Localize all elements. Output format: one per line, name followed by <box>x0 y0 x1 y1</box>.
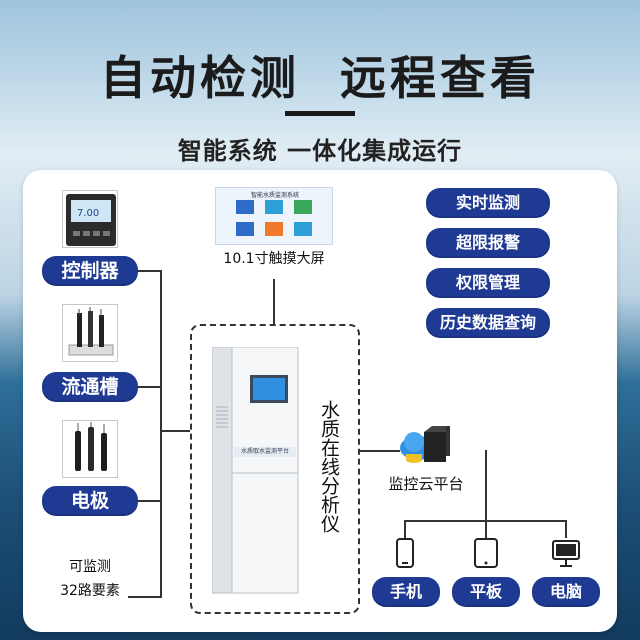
connector-line <box>128 596 160 598</box>
title-underline <box>285 111 355 116</box>
feature-alarm: 超限报警 <box>426 228 550 258</box>
device-phone-label: 手机 <box>372 577 440 607</box>
controller-icon: 7.00 <box>62 190 118 248</box>
connector-line <box>485 450 487 520</box>
flow-cell-icon <box>62 304 118 362</box>
connector-line <box>565 520 567 538</box>
touch-screen-image: 智能水质监测系统 <box>215 187 333 245</box>
feature-history: 历史数据查询 <box>426 308 550 338</box>
pill-flow-cell: 流通槽 <box>42 372 138 402</box>
tablet-icon <box>474 538 498 568</box>
connector-line <box>160 430 190 432</box>
connector-line <box>404 520 406 538</box>
cloud-server-icon <box>398 420 450 468</box>
feature-realtime: 实时监测 <box>426 188 550 218</box>
connector-line <box>273 279 275 324</box>
device-computer-label: 电脑 <box>532 577 600 607</box>
phone-icon <box>396 538 414 568</box>
cloud-label: 监控云平台 <box>388 475 464 493</box>
computer-icon <box>552 540 580 568</box>
svg-text:7.00: 7.00 <box>77 208 99 219</box>
connector-line <box>360 450 400 452</box>
pill-electrode: 电极 <box>42 486 138 516</box>
analyzer-vertical-label: 水质在线分析仪 <box>318 400 340 533</box>
connector-line <box>138 270 160 272</box>
connector-line <box>138 500 160 502</box>
screen-caption: 10.1寸触摸大屏 <box>223 251 325 267</box>
page-title: 自动检测 远程查看 <box>99 51 541 105</box>
monitor-note-line1: 可监测 <box>69 559 111 575</box>
electrode-icon <box>62 420 118 478</box>
page-subtitle: 智能系统 一体化集成运行 <box>177 137 463 165</box>
pill-controller: 控制器 <box>42 256 138 286</box>
screen-ui-title: 智能水质监测系统 <box>250 192 299 199</box>
device-tablet-label: 平板 <box>452 577 520 607</box>
monitor-note-line2: 32路要素 <box>60 583 120 599</box>
connector-line <box>160 270 162 598</box>
cabinet-panel-text: 水质取水监测平台 <box>240 448 289 455</box>
connector-line <box>138 386 160 388</box>
analyzer-dashed-box <box>190 324 360 614</box>
connector-line <box>485 520 487 538</box>
feature-permissions: 权限管理 <box>426 268 550 298</box>
analyzer-cabinet: 水质取水监测平台 <box>211 346 300 595</box>
